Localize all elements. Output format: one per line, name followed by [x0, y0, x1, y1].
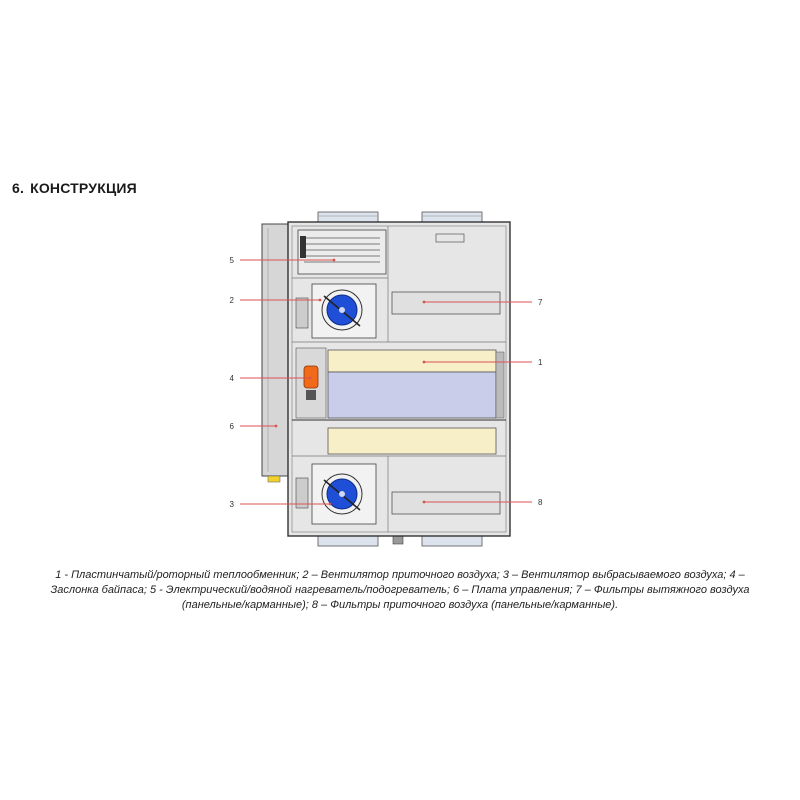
callout-2: 2 — [230, 296, 235, 305]
bottom-duct-left — [317, 535, 379, 547]
callout-4: 4 — [230, 374, 235, 383]
leader-dots — [274, 258, 426, 506]
callout-7: 7 — [538, 298, 543, 307]
section-title: КОНСТРУКЦИЯ — [30, 180, 137, 196]
section-number: 6. — [12, 180, 25, 196]
supply-fan — [295, 283, 377, 339]
callout-8: 8 — [538, 498, 543, 507]
callout-5: 5 — [230, 256, 235, 265]
caption-line-1: 1 - Пластинчатый/роторный теплообменник;… — [55, 569, 745, 581]
control-panel — [261, 223, 289, 483]
heat-exchanger — [327, 349, 505, 455]
exhaust-fan — [295, 463, 377, 525]
supply-filter — [391, 491, 501, 515]
leader-lines — [240, 259, 532, 505]
caption-line-3: (панельные/карманные); 8 – Фильтры прито… — [181, 599, 619, 611]
bottom-duct-right — [421, 535, 483, 547]
exhaust-filter — [391, 291, 501, 315]
section-heading: 6. КОНСТРУКЦИЯ — [12, 180, 143, 196]
heater — [297, 229, 387, 275]
top-duct-left — [317, 211, 379, 223]
latch — [435, 233, 465, 243]
callout-6: 6 — [230, 422, 235, 431]
top-duct-right — [421, 211, 483, 223]
callout-3: 3 — [230, 500, 235, 509]
legend-caption: 1 - Пластинчатый/роторный теплообменник;… — [12, 568, 788, 613]
bypass-damper — [295, 347, 327, 419]
callout-1: 1 — [538, 358, 543, 367]
caption-line-2: Заслонка байпаса; 5 - Электрический/водя… — [50, 584, 750, 596]
